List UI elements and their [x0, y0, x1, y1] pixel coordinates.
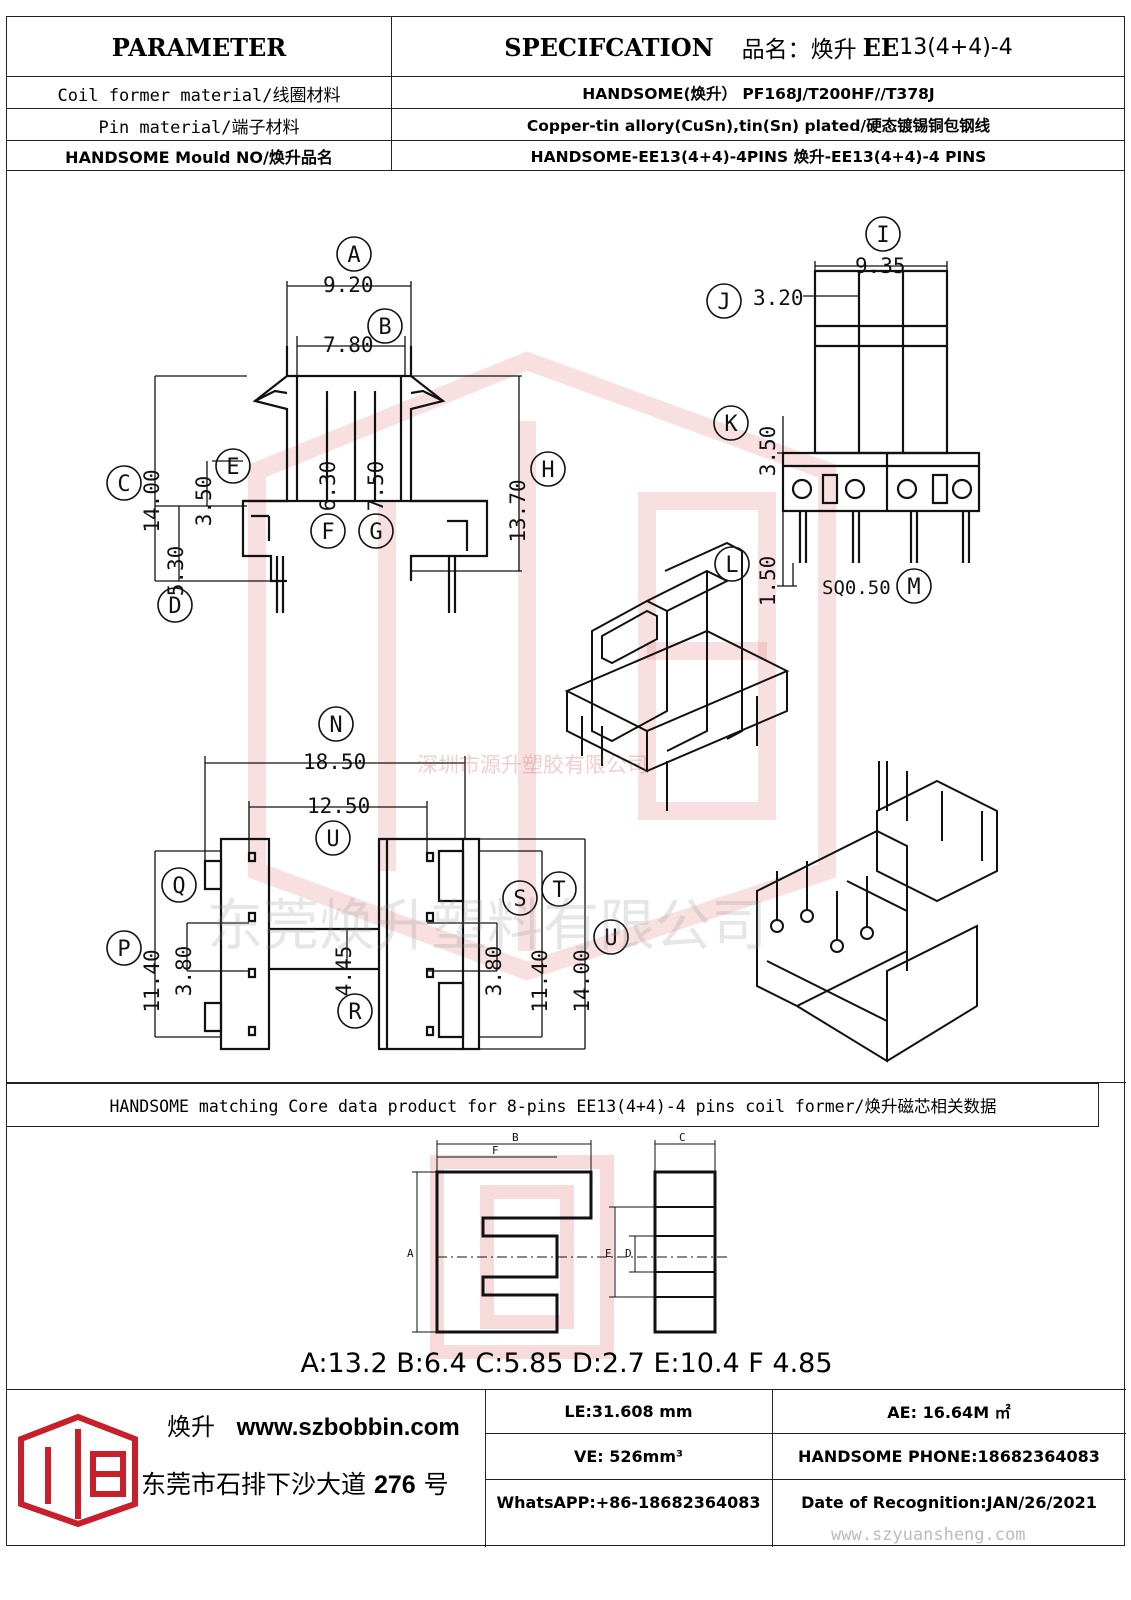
whatsapp-value: WhatsAPP:+86-18682364083 — [496, 1492, 761, 1512]
dim-letter-c: C — [117, 472, 130, 497]
dim-a-value: 9.20 — [323, 273, 374, 297]
core-banner-frame — [7, 1083, 1099, 1127]
isometric-view-2 — [756, 761, 998, 1063]
address-text: 东莞市石排下沙大道 — [141, 1470, 367, 1499]
dim-letter-u: U — [604, 926, 617, 951]
dim-letter-h: H — [541, 458, 554, 483]
value-cell: HANDSOME-EE13(4+4)-4PINS 焕升-EE13(4+4)-4 … — [530, 148, 987, 166]
dim-letter-u: U — [326, 827, 339, 852]
dim-letter-t: T — [552, 878, 565, 903]
dim-m-value: SQ0.50 — [822, 577, 891, 599]
footer-brand: 焕升 — [167, 1413, 215, 1441]
dim-s-value: 3.80 — [482, 946, 506, 997]
product-model: 13(4+4)-4 — [899, 34, 1013, 60]
company-watermark: 深圳市源升塑胶有限公司 — [417, 753, 648, 777]
footer-brand-line: 焕升 www.szbobbin.com — [167, 1407, 460, 1442]
dim-letter-k: K — [724, 412, 738, 437]
dim-i-value: 9.35 — [855, 254, 906, 278]
specification-heading: SPECIFCATION 品名：焕升 EE 13(4+4)-4 — [391, 17, 1126, 77]
param-cell: Pin material/端子材料 — [98, 117, 300, 138]
core-label-b: B — [512, 1132, 519, 1144]
dim-t-value: 11.40 — [528, 949, 552, 1012]
core-label-e: E — [605, 1247, 612, 1260]
dim-j-value: 3.20 — [753, 286, 804, 310]
dim-b-value: 7.80 — [323, 333, 374, 357]
website-link[interactable]: www.szbobbin.com — [236, 1414, 460, 1441]
dim-r-value: 4.45 — [332, 946, 356, 997]
footer-divider — [485, 1389, 486, 1547]
table-row — [7, 141, 1124, 171]
value-cell: HANDSOME(焕升） PF168J/T200HF//T378J — [582, 85, 935, 103]
value-cell: Copper-tin allory(CuSn),tin(Sn) plated/硬… — [526, 117, 991, 135]
table-row — [7, 109, 1124, 141]
phone-value: HANDSOME PHONE:18682364083 — [798, 1446, 1100, 1466]
dim-k-value: 3.50 — [756, 426, 780, 477]
spec-sheet: PARAMETER SPECIFCATION 品名：焕升 EE 13(4+4)-… — [6, 16, 1126, 1548]
core-label-a: A — [407, 1247, 414, 1260]
dim-letter-s: S — [513, 887, 526, 912]
header-row — [7, 17, 1124, 77]
core-dimensions: A:13.2 B:6.4 C:5.85 D:2.7 E:10.4 F 4.85 — [300, 1347, 833, 1379]
footer-address: 东莞市石排下沙大道 276 号 — [141, 1465, 449, 1501]
dim-letter-f: F — [321, 520, 334, 545]
dim-f-value: 6.30 — [316, 461, 340, 512]
side-view — [781, 269, 981, 563]
dim-letter-j: J — [717, 290, 730, 315]
product-model-prefix: EE — [862, 32, 900, 62]
dim-d-value: 5.30 — [164, 546, 188, 597]
top-view — [203, 837, 481, 1051]
dim-u-value: 14.00 — [570, 949, 594, 1012]
column-divider — [391, 17, 392, 171]
ae-value: AE: 16.64M ㎡ — [887, 1403, 1011, 1422]
dim-g-value: 7.50 — [364, 461, 388, 512]
dim-letter-e: E — [226, 455, 239, 480]
dim-e-value: 3.50 — [192, 476, 216, 527]
product-name-label: 品名：焕升 — [741, 37, 857, 63]
le-value: LE:31.608 mm — [564, 1401, 693, 1421]
company-logo — [18, 1413, 138, 1528]
dim-p-value: 11.40 — [140, 949, 164, 1012]
dim-letter-d: D — [168, 594, 181, 619]
parameter-heading: PARAMETER — [111, 32, 287, 62]
core-label-f: F — [492, 1144, 499, 1157]
address-suffix: 号 — [423, 1470, 449, 1499]
dim-letter-l: L — [725, 553, 738, 578]
core-diagram: B F C A E D — [407, 1132, 727, 1359]
date-value: Date of Recognition:JAN/26/2021 — [801, 1492, 1097, 1512]
dim-letter-i: I — [876, 223, 889, 248]
address-number: 276 — [373, 1471, 416, 1499]
dim-letter-n: N — [329, 713, 342, 738]
footer-divider — [772, 1389, 773, 1547]
spec-label: SPECIFCATION — [504, 32, 714, 62]
dim-letter-p: P — [117, 937, 130, 962]
dim-letter-b: B — [378, 315, 391, 340]
dim-letter-a: A — [347, 243, 360, 268]
dim-c-value: 14.00 — [140, 469, 164, 532]
dim-h-value: 13.70 — [506, 479, 530, 542]
footer-row-line — [485, 1479, 1126, 1480]
dim-q-value: 3.80 — [172, 946, 196, 997]
param-cell: HANDSOME Mould NO/焕升品名 — [65, 148, 333, 167]
footer-row-line — [485, 1433, 1126, 1434]
isometric-view-1 — [564, 541, 790, 811]
table-row — [7, 77, 1124, 109]
dim-n-value: 18.50 — [303, 750, 366, 774]
dim-letter-g: G — [369, 520, 382, 545]
param-cell: Coil former material/线圈材料 — [57, 85, 341, 106]
dim-l-value: 1.50 — [756, 556, 780, 607]
ve-value: VE: 526mm³ — [573, 1446, 684, 1466]
dim-letter-q: Q — [172, 874, 185, 899]
coil-former-drawing: 9.207.8014.005.303.506.307.5013.709.353.… — [106, 216, 998, 1063]
dim-letter-r: R — [348, 1000, 362, 1025]
core-label-c: C — [679, 1132, 686, 1144]
core-label-d: D — [625, 1247, 632, 1260]
core-banner: HANDSOME matching Core data product for … — [109, 1097, 997, 1116]
dim-u-top-value: 12.50 — [307, 794, 370, 818]
dim-letter-m: M — [907, 575, 920, 600]
company-watermark-large: 东莞焕升塑料有限公司 — [207, 894, 767, 959]
site-watermark: www.szyuansheng.com — [831, 1525, 1026, 1545]
footer — [7, 1389, 1126, 1548]
